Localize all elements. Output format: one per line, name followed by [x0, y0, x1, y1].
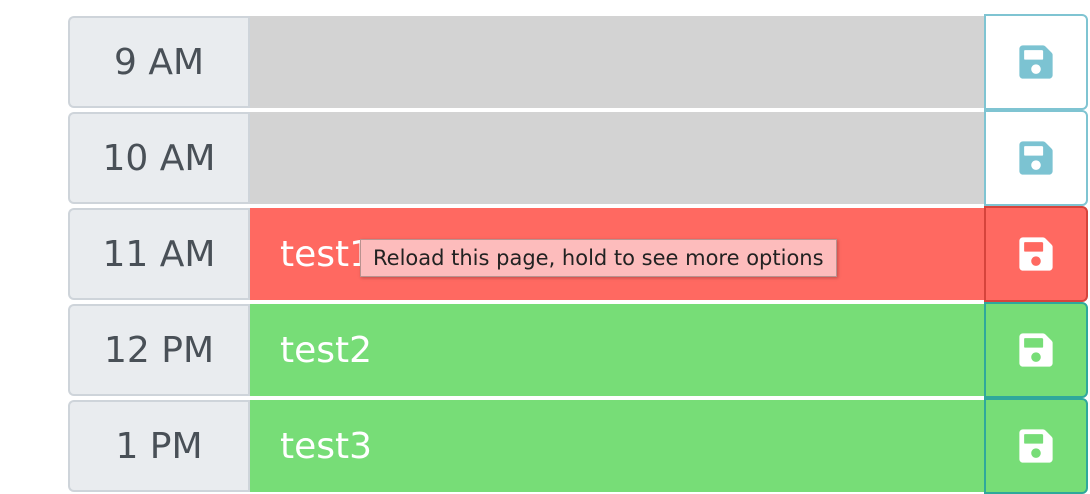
- save-button[interactable]: [984, 302, 1088, 398]
- event-textarea[interactable]: test2: [248, 304, 984, 396]
- hour-label: 12 PM: [68, 304, 248, 396]
- save-icon: [1019, 141, 1053, 175]
- time-block-1pm: 1 PM test3: [68, 398, 1088, 494]
- hour-label: 9 AM: [68, 16, 248, 108]
- save-button[interactable]: [984, 110, 1088, 206]
- hour-label: 1 PM: [68, 400, 248, 492]
- event-textarea[interactable]: [248, 112, 984, 204]
- time-block-12pm: 12 PM test2: [68, 302, 1088, 398]
- save-icon: [1019, 45, 1053, 79]
- time-block-10am: 10 AM: [68, 110, 1088, 206]
- save-button[interactable]: [984, 14, 1088, 110]
- event-textarea[interactable]: test3: [248, 400, 984, 492]
- event-textarea[interactable]: [248, 16, 984, 108]
- time-block-9am: 9 AM: [68, 14, 1088, 110]
- save-button[interactable]: [984, 398, 1088, 494]
- hour-label: 10 AM: [68, 112, 248, 204]
- save-icon: [1019, 333, 1053, 367]
- save-icon: [1019, 429, 1053, 463]
- hour-label: 11 AM: [68, 208, 248, 300]
- save-button[interactable]: [984, 206, 1088, 302]
- reload-tooltip: Reload this page, hold to see more optio…: [360, 239, 837, 277]
- save-icon: [1019, 237, 1053, 271]
- day-scheduler: 9 AM 10 AM 11 AM test1 12 PM test2: [68, 14, 1088, 494]
